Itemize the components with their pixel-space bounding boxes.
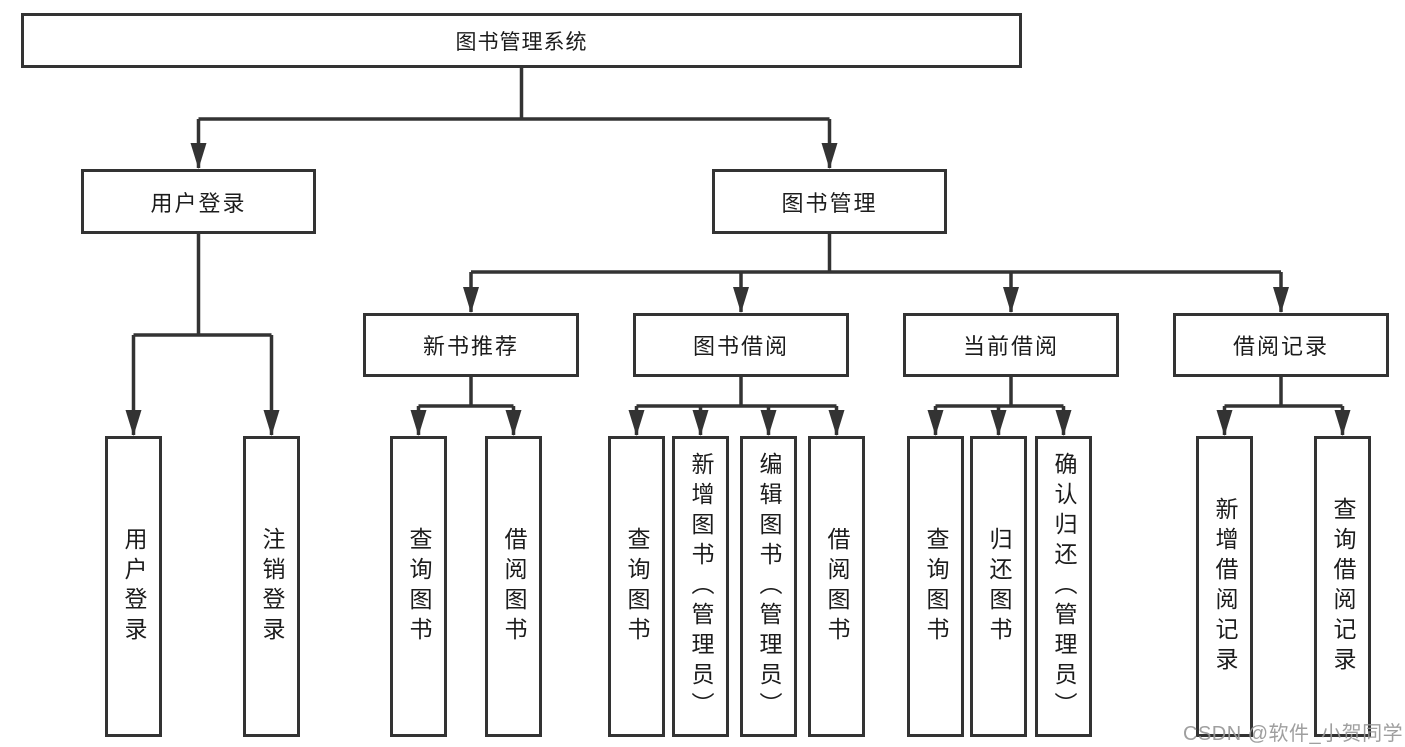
- node-label: 借阅图书: [501, 526, 527, 647]
- node-label: 归还图书: [986, 526, 1012, 647]
- node-label: 用户登录: [150, 190, 247, 216]
- leaf-add-books-admin: 新增图书（管理员）: [672, 436, 729, 737]
- connector-borrowing-records-children: [1216, 377, 1351, 436]
- leaf-edit-books-admin: 编辑图书（管理员）: [740, 436, 797, 737]
- connector-book-borrowing-children: [628, 377, 845, 436]
- connector-book-management-children: [463, 234, 1289, 313]
- leaf-query-borrow-record: 查询借阅记录: [1314, 436, 1371, 737]
- leaf-query-books-current: 查询图书: [907, 436, 964, 737]
- node-label: 查询图书: [923, 526, 949, 647]
- leaf-add-borrow-record: 新增借阅记录: [1196, 436, 1253, 737]
- node-label: 图书管理: [781, 190, 878, 216]
- node-label: 确认归还（管理员）: [1051, 451, 1077, 722]
- node-user-login: 用户登录: [81, 169, 316, 234]
- connector-new-book-recommendation-children: [410, 377, 522, 436]
- node-new-book-recommendation: 新书推荐: [363, 313, 579, 377]
- connector-user-login-children: [125, 234, 280, 436]
- leaf-borrow-books-borrow: 借阅图书: [808, 436, 865, 737]
- node-current-borrowing: 当前借阅: [903, 313, 1119, 377]
- node-label: 注销登录: [259, 526, 285, 647]
- node-book-borrowing: 图书借阅: [633, 313, 849, 377]
- node-library-management-system: 图书管理系统: [21, 13, 1022, 68]
- node-label: 编辑图书（管理员）: [756, 451, 782, 722]
- node-label: 新增借阅记录: [1212, 496, 1238, 677]
- leaf-user-login: 用户登录: [105, 436, 162, 737]
- connector-current-borrowing-children: [927, 377, 1072, 436]
- node-label: 图书管理系统: [455, 30, 588, 54]
- node-borrowing-records: 借阅记录: [1173, 313, 1389, 377]
- node-label: 查询借阅记录: [1330, 496, 1356, 677]
- csdn-watermark: CSDN @软件_小贺同学: [1183, 723, 1404, 745]
- node-label: 借阅记录: [1232, 334, 1329, 359]
- node-label: 新书推荐: [422, 334, 519, 359]
- leaf-query-books-borrow: 查询图书: [608, 436, 665, 737]
- node-label: 借阅图书: [824, 526, 850, 647]
- connector-root-to-level2: [190, 68, 838, 169]
- node-label: 当前借阅: [962, 334, 1059, 359]
- leaf-query-books-recommend: 查询图书: [390, 436, 447, 737]
- leaf-borrow-books-recommend: 借阅图书: [485, 436, 542, 737]
- leaf-confirm-return-admin: 确认归还（管理员）: [1035, 436, 1092, 737]
- node-label: 查询图书: [406, 526, 432, 647]
- node-label: 新增图书（管理员）: [688, 451, 714, 722]
- node-label: 图书借阅: [692, 334, 789, 359]
- node-label: 用户登录: [121, 526, 147, 647]
- node-label: 查询图书: [624, 526, 650, 647]
- node-book-management: 图书管理: [712, 169, 947, 234]
- leaf-logout-login: 注销登录: [243, 436, 300, 737]
- leaf-return-books: 归还图书: [970, 436, 1027, 737]
